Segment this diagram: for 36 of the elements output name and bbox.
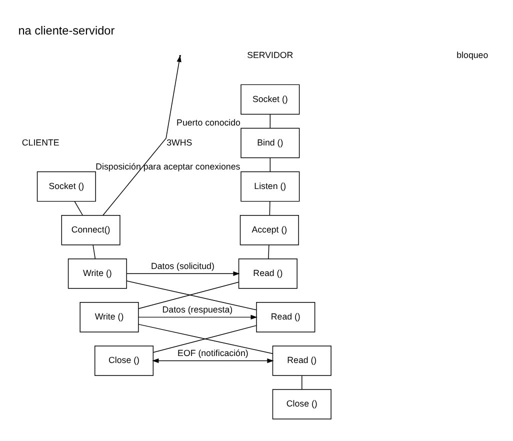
node-label: Disposición para aceptar conexiones [96, 161, 240, 172]
connector [268, 244, 270, 260]
node-box: Read () [238, 258, 298, 289]
node-box: Read () [256, 302, 316, 332]
node-box: Socket () [240, 84, 300, 115]
arrow [138, 314, 258, 320]
edge-label: Datos (respuesta) [162, 304, 233, 314]
arrow [126, 271, 240, 276]
node-box: Socket () [36, 171, 96, 202]
node-box: Close () [94, 346, 154, 376]
connector [270, 158, 271, 172]
connector [74, 201, 83, 216]
arrow [152, 358, 274, 364]
connector [138, 282, 240, 310]
connector [270, 114, 271, 128]
connector [152, 325, 257, 353]
label: bloqueo [456, 50, 488, 60]
edge-label: Datos (solicitud) [150, 260, 214, 271]
node-label: Puerto conocido [176, 118, 240, 128]
node-box: Bind () [240, 128, 300, 158]
connector [138, 324, 274, 354]
label: CLIENTE [22, 137, 60, 148]
edge-label: EOF (notificación) [178, 348, 248, 358]
node-box: Connect() [61, 214, 120, 246]
connector [92, 244, 96, 260]
connector [126, 280, 257, 310]
node-box: Read () [272, 346, 332, 376]
node-box: Write () [80, 302, 139, 332]
node-box: Listen () [240, 171, 300, 202]
diagram-title: na cliente-servidor [18, 23, 115, 38]
node-box: Write () [68, 258, 127, 289]
edge-label: 3WHS [166, 137, 192, 148]
node-box: Accept () [240, 214, 299, 246]
label: SERVIDOR [247, 50, 294, 60]
connector [269, 201, 270, 216]
node-box: Close () [272, 389, 332, 420]
